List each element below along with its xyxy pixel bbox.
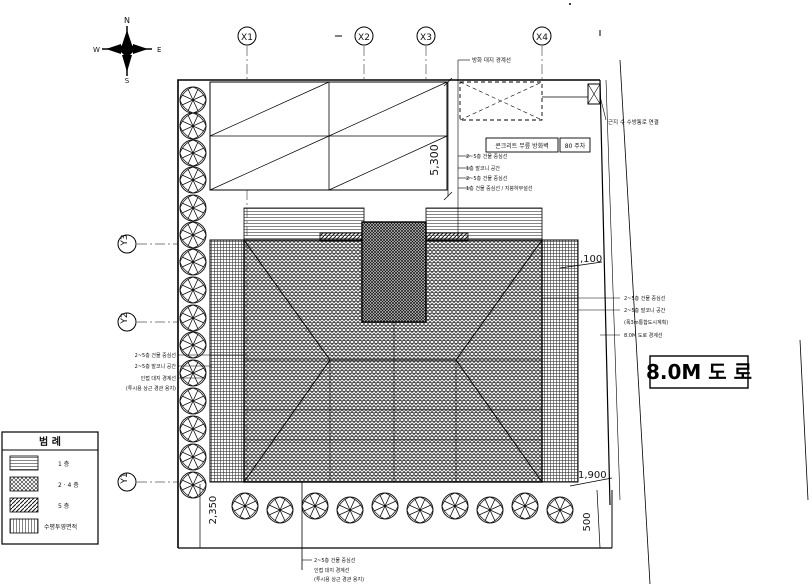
callout-r1: 2~5층 건물 중심선 <box>624 295 666 302</box>
axis-x2: X2 <box>354 26 374 46</box>
legend: 범 례 1 층 2 · 4 층 5 층 수평투영면적 <box>1 431 99 545</box>
legend-swatch-1 <box>9 455 39 471</box>
axis-y1: Y1 <box>117 472 137 492</box>
legend-swatch-2 <box>9 476 39 492</box>
svg-text:X2: X2 <box>358 33 370 43</box>
callout-mid-3: 2~5층 건물 중심선 <box>466 175 508 182</box>
legend-label-3: 5 층 <box>58 502 70 510</box>
svg-text:Y2: Y2 <box>120 312 130 324</box>
svg-text:X3: X3 <box>420 33 432 43</box>
callout-b2: 인접 대지 경계선 <box>314 567 350 574</box>
road-label: 8.0M 도 로 <box>646 355 752 389</box>
axis-x4: X4 <box>532 26 552 46</box>
north-arrow-icon: N S E W <box>93 16 161 85</box>
dimension-2350: 2,350 <box>199 484 219 548</box>
compass-n: N <box>124 16 130 25</box>
top-dashed-box <box>459 81 601 121</box>
svg-text:X4: X4 <box>536 33 548 43</box>
svg-text:Y3: Y3 <box>120 234 130 246</box>
callout-mid-4: 1층 건물 중심선 / 지붕하부설선 <box>466 185 533 192</box>
callout-l3: 인접 대지 경계선 <box>141 375 177 382</box>
axis-x1: X1 <box>237 26 257 46</box>
callout-r2: 2~5층 발코니 공간 <box>624 307 666 314</box>
callout-l2: 2~5층 발코니 공간 <box>135 363 177 370</box>
tree-row-bottom <box>231 492 574 524</box>
tree-row-left <box>179 86 207 499</box>
svg-text:8.0M 도 로: 8.0M 도 로 <box>646 360 752 384</box>
axis-y2: Y2 <box>117 312 137 332</box>
legend-swatch-4 <box>9 518 39 534</box>
callout-top-title: 방화 대지 경계선 <box>472 56 511 64</box>
legend-label-1: 1 층 <box>58 460 70 468</box>
callout-b3: (투시용 상근 경관 용지) <box>314 576 364 583</box>
svg-text:2,350: 2,350 <box>208 496 219 525</box>
callout-right-top: 근지 수 수방통로 연결 <box>608 118 659 126</box>
callout-r4: 8.0M 도로 경계선 <box>624 332 663 339</box>
legend-swatch-3 <box>9 497 39 513</box>
svg-text:1,900: 1,900 <box>578 470 607 481</box>
svg-text:500: 500 <box>582 512 593 531</box>
label-box-left: 콘크리트 무릎 방화벽 <box>495 142 549 150</box>
site-boundary <box>177 59 651 584</box>
compass-e: E <box>157 46 161 54</box>
label-box-right: 80 주차 <box>565 142 586 150</box>
dimension-500: 500 <box>582 489 601 549</box>
parking-area <box>209 81 448 191</box>
legend-label-2: 2 · 4 층 <box>58 481 79 489</box>
floor-5-footprint <box>319 221 469 323</box>
axis-x3: X3 <box>416 26 436 46</box>
legend-label-4: 수평투영면적 <box>44 523 77 531</box>
dimension-100: ,100 <box>559 254 602 269</box>
right-edge-line <box>799 339 809 501</box>
dimension-5300: 5,300 <box>428 77 453 201</box>
svg-text:,100: ,100 <box>580 254 602 265</box>
compass-s: S <box>125 77 130 85</box>
svg-text:Y1: Y1 <box>120 472 130 484</box>
top-label-box: 콘크리트 무릎 방화벽 80 주차 <box>485 137 591 153</box>
callout-b1: 2~5층 건물 중심선 <box>314 557 356 564</box>
svg-text:X1: X1 <box>241 33 253 43</box>
callout-r3: (폭3m통합도시계획) <box>624 319 668 326</box>
callout-l1: 2~5층 건물 중심선 <box>135 352 177 359</box>
mark-dot <box>569 3 571 5</box>
leader-lines <box>178 59 620 561</box>
svg-text:5,300: 5,300 <box>428 144 441 176</box>
dimension-1900: 1,900 <box>569 470 613 487</box>
callout-mid-2: 1층 발코니 공간 <box>466 165 500 172</box>
callout-l4: (투시용 상근 경관 용지) <box>126 385 176 392</box>
legend-title: 범 례 <box>39 435 61 448</box>
compass-w: W <box>93 46 100 54</box>
callout-mid-1: 2~5층 건물 중심선 <box>466 153 508 160</box>
axis-y3: Y3 <box>117 234 137 254</box>
